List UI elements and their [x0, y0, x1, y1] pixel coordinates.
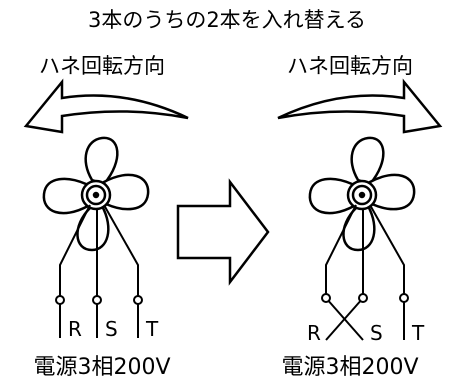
left-wires	[59, 204, 139, 338]
left-terminal-points	[55, 295, 143, 305]
left-rotation-arrow-icon	[23, 78, 189, 134]
right-terminal-t: T	[411, 321, 425, 345]
left-terminal-s: S	[105, 317, 118, 341]
left-rotation-label: ハネ回転方向	[39, 54, 165, 78]
right-wires	[325, 204, 405, 341]
center-arrow-icon	[176, 178, 270, 286]
diagram-title: 3本のうちの2本を入れ替える	[87, 8, 367, 32]
right-power-label: 電源3相200V	[281, 355, 419, 380]
right-rotation-arrow-icon	[277, 78, 443, 134]
right-terminal-s: S	[370, 321, 383, 345]
right-fan-icon	[308, 136, 416, 252]
right-terminal-r: R	[307, 321, 321, 345]
left-terminal-r: R	[68, 317, 82, 341]
right-rotation-label: ハネ回転方向	[287, 54, 413, 78]
left-power-label: 電源3相200V	[33, 355, 171, 380]
right-terminal-points	[321, 293, 409, 303]
left-terminal-t: T	[145, 317, 159, 341]
